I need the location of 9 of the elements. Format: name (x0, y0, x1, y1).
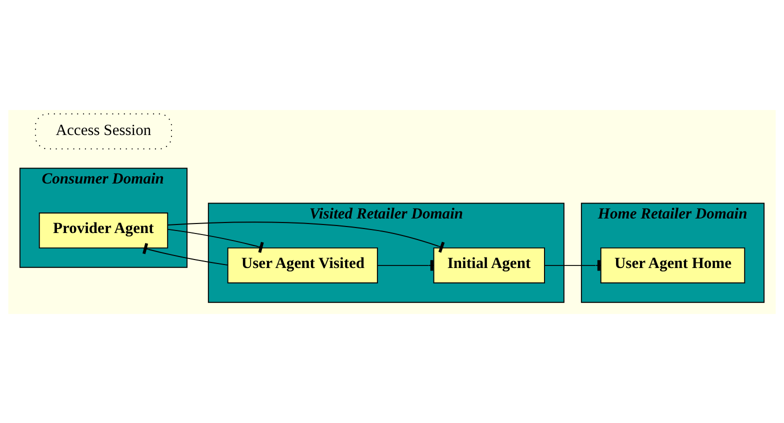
connector (377, 260, 434, 270)
node-box: Provider Agent (38, 212, 168, 248)
node-box: Initial Agent (433, 246, 545, 283)
connector (544, 260, 602, 270)
connector (167, 228, 264, 252)
node-box: Access Session (35, 112, 172, 149)
node-box: User Agent Home (600, 246, 746, 283)
connector (167, 221, 445, 252)
connector (142, 242, 228, 266)
